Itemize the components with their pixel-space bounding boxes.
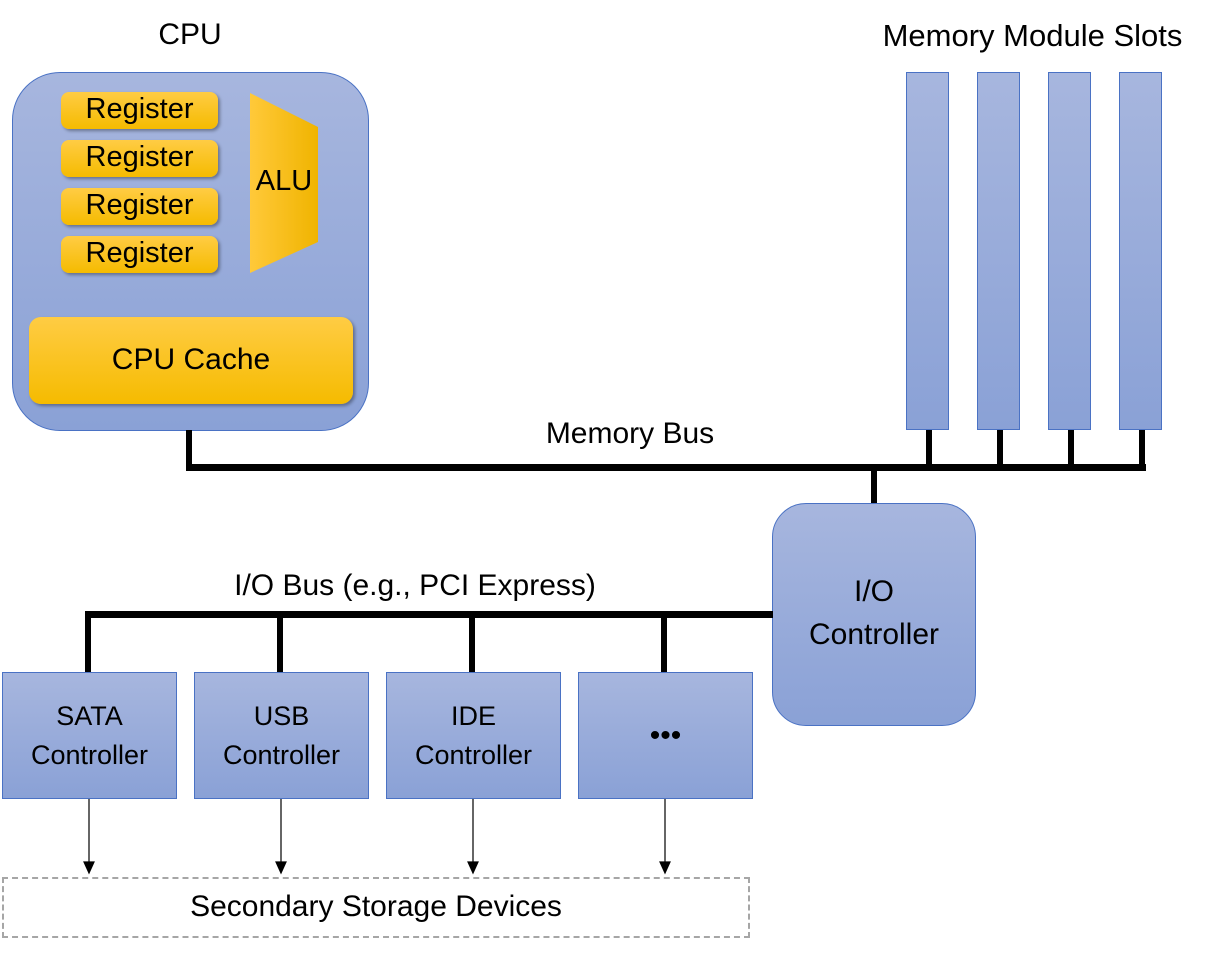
memory-bus-line <box>186 464 1146 471</box>
io-controller-connector <box>871 464 877 504</box>
cpu-bus-connector <box>186 430 192 470</box>
io-controller-label-line2: Controller <box>808 618 940 651</box>
memory-slot-connector <box>926 430 932 468</box>
alu-label: ALU <box>255 165 313 197</box>
memory-slot <box>1048 72 1091 430</box>
ellipsis-icon: ••• <box>649 719 682 752</box>
memory-slot-connector <box>1068 430 1074 468</box>
io-controller-label-line1: I/O <box>853 575 894 608</box>
io-bus-connector <box>85 611 91 672</box>
io-bus-connector <box>661 611 667 672</box>
secondary-storage-box <box>2 877 750 938</box>
memory-slot-connector <box>997 430 1003 468</box>
memory-slot <box>906 72 949 430</box>
io-controller <box>772 503 976 726</box>
cpu-title: CPU <box>158 18 222 51</box>
register: Register <box>61 236 218 273</box>
io-bus-connector <box>277 611 283 672</box>
cpu-cache-label: CPU Cache <box>111 343 271 376</box>
memory-bus-label: Memory Bus <box>545 417 715 450</box>
memory-slot <box>1119 72 1162 430</box>
io-bus-line <box>85 611 773 618</box>
io-bus-label: I/O Bus (e.g., PCI Express) <box>234 569 596 602</box>
memory-slot <box>977 72 1020 430</box>
memory-title: Memory Module Slots <box>882 18 1183 53</box>
secondary-storage-label: Secondary Storage Devices <box>190 890 562 923</box>
register: Register <box>61 92 218 129</box>
register: Register <box>61 188 218 225</box>
register: Register <box>61 140 218 177</box>
io-bus-connector <box>469 611 475 672</box>
cpu-cache <box>29 317 353 404</box>
more-controllers: ••• <box>578 672 753 799</box>
memory-slot-connector <box>1139 430 1145 468</box>
